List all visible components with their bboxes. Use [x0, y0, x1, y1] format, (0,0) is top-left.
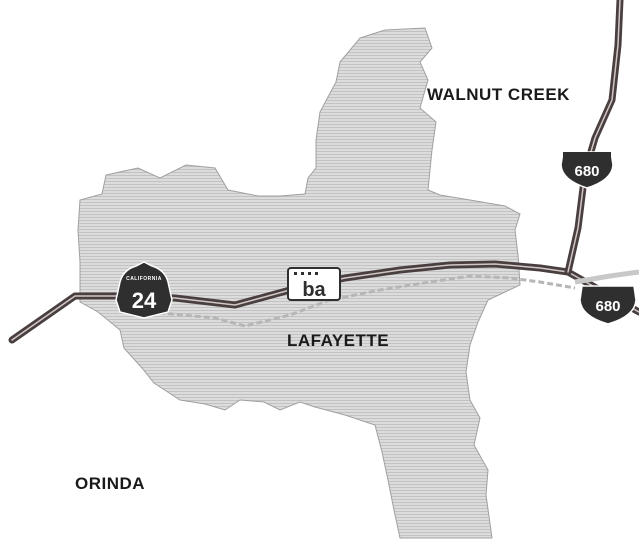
interstate-shield-icon: [560, 151, 614, 189]
connector-road: [574, 269, 639, 285]
bart-logo-dot: [301, 272, 304, 275]
route-24-number: 24: [132, 288, 157, 313]
bart-logo-text: ba: [302, 279, 326, 301]
interstate-680-centerline: [567, 0, 621, 273]
bart-logo-dot: [308, 272, 311, 275]
interstate-shield-icon: [579, 285, 637, 325]
bart-trackway: [149, 274, 576, 328]
route-680-number-south: 680: [595, 298, 620, 315]
interstate-680: [564, 0, 624, 276]
route-24-shield: CALIFORNIA 24: [115, 261, 173, 319]
state-route-shield-icon: [115, 261, 173, 319]
place-label-orinda: ORINDA: [75, 474, 145, 493]
place-label-walnut-creek: WALNUT CREEK: [427, 85, 570, 104]
interstate-shield-banner: [563, 152, 611, 158]
route-680-number-north: 680: [574, 163, 599, 180]
bart-logo-dot: [315, 272, 318, 275]
bart-station: ba: [287, 267, 341, 301]
bart-logo-dot: [294, 272, 297, 275]
place-label-lafayette: LAFAYETTE: [287, 331, 389, 350]
route-680-shield-north: 680: [560, 151, 614, 189]
bart-logo-icon: [287, 267, 341, 301]
route-24-banner: CALIFORNIA: [126, 276, 162, 282]
route-680-shield-south: 680: [579, 285, 637, 325]
